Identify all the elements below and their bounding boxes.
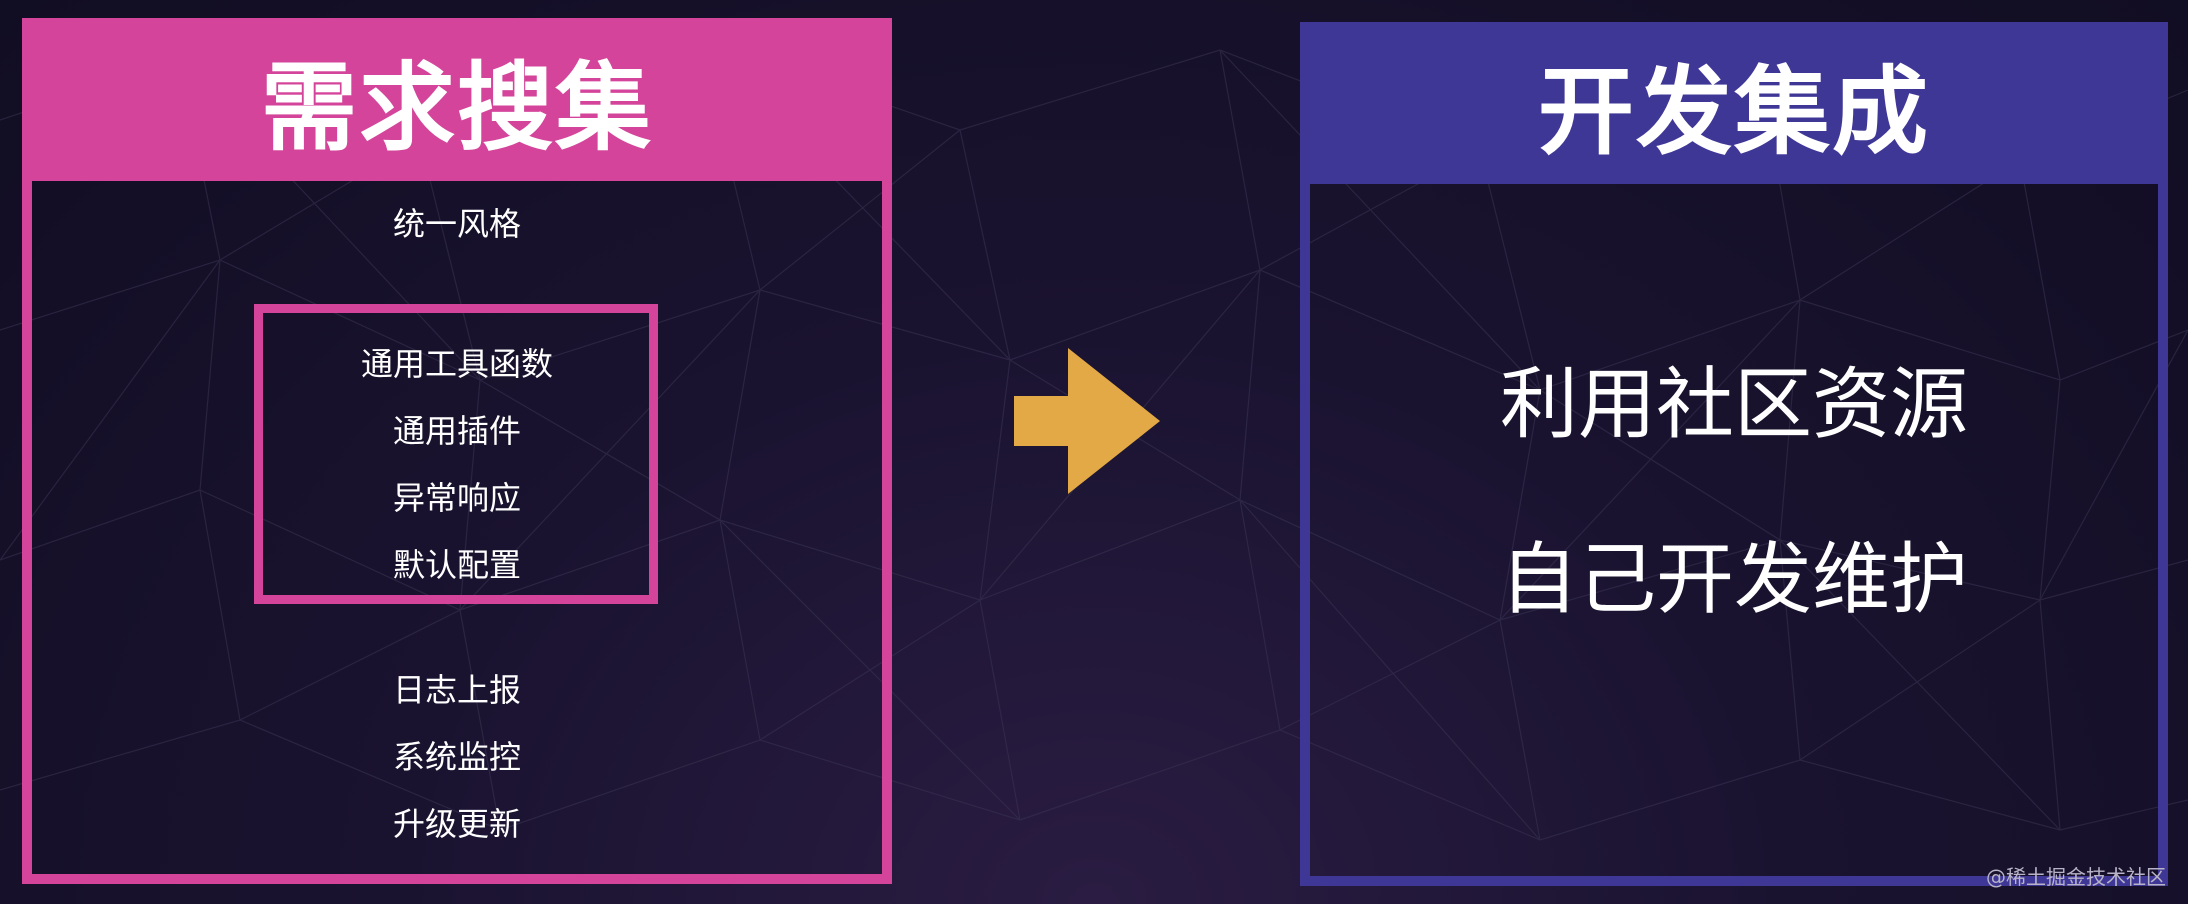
development-panel: 开发集成 利用社区资源 自己开发维护 [1300,22,2168,886]
right-line: 自己开发维护 [1499,535,1968,625]
list-item: 日志上报 [392,671,521,709]
list-item: 统一风格 [392,205,521,243]
list-item: 通用插件 [392,412,521,450]
right-line: 利用社区资源 [1499,360,1968,450]
arrow-right-icon [1014,348,1160,494]
watermark: @稀土掘金技术社区 [1986,865,2166,889]
highlighted-group-box [254,304,658,604]
requirements-title: 需求搜集 [22,18,892,181]
list-item: 系统监控 [392,738,521,776]
list-item: 异常响应 [392,479,521,517]
list-item: 通用工具函数 [360,345,553,383]
list-item: 默认配置 [392,546,521,584]
development-title: 开发集成 [1300,22,2168,184]
requirements-panel: 需求搜集 统一风格 通用工具函数 通用插件 异常响应 默认配置 日志上报 系统监… [22,18,892,884]
list-item: 升级更新 [392,805,521,843]
